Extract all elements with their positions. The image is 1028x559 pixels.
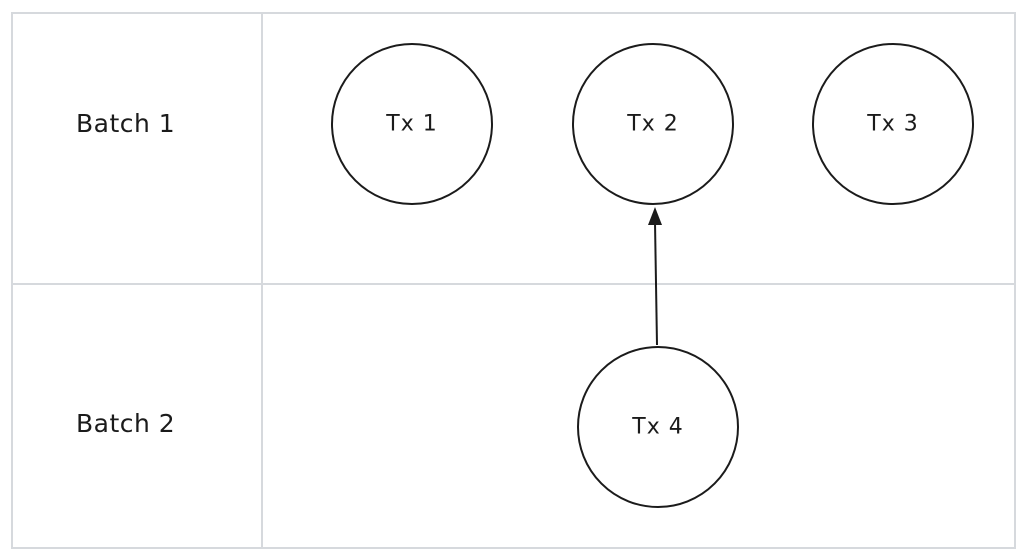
tx-circle	[812, 43, 974, 205]
tx-circle	[572, 43, 734, 205]
tx-label: Tx 4	[631, 415, 683, 440]
tx-node-4: Tx 4	[577, 346, 739, 508]
row-label-batch-2: Batch 2	[76, 409, 175, 438]
row-label-batch-1: Batch 1	[76, 109, 175, 138]
dependency-arrow-tx4-to-tx2	[648, 207, 662, 346]
tx-node-2: Tx 2	[572, 43, 734, 205]
tx-label: Tx 2	[626, 112, 678, 137]
table-border	[11, 12, 1016, 549]
tx-label: Tx 1	[385, 112, 437, 137]
tx-node-1: Tx 1	[331, 43, 493, 205]
arrow-head	[648, 207, 662, 225]
tx-node-3: Tx 3	[812, 43, 974, 205]
tx-circle	[331, 43, 493, 205]
tx-label: Tx 3	[866, 112, 918, 137]
tx-circle	[577, 346, 739, 508]
arrow-shaft	[654, 221, 658, 346]
